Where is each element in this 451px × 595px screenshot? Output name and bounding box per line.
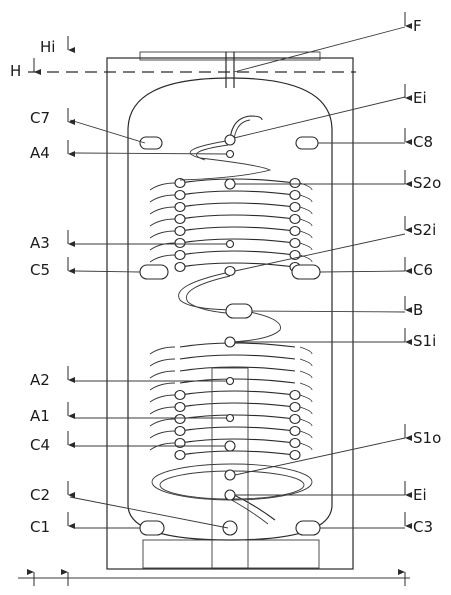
lower-coil <box>149 342 313 461</box>
label-s2o: S2o <box>413 174 441 192</box>
port-c2 <box>222 520 238 536</box>
sensor-well <box>211 367 249 569</box>
port-ei-bottom <box>224 489 236 501</box>
port-c6 <box>291 264 321 280</box>
port-c7 <box>139 136 163 150</box>
label-a3: A3 <box>30 234 50 252</box>
port-s2o <box>224 178 236 190</box>
port-s1i <box>224 336 236 348</box>
label-c2: C2 <box>30 486 50 504</box>
label-c1: C1 <box>30 518 50 536</box>
port-b <box>225 303 253 319</box>
port-c4 <box>224 440 236 452</box>
upper-coil <box>149 177 313 273</box>
port-a4 <box>225 149 235 159</box>
dimension-arrows <box>27 12 412 586</box>
outer-casing <box>18 51 410 579</box>
label-ei-top: Ei <box>413 89 427 107</box>
label-a2: A2 <box>30 371 50 389</box>
label-f: F <box>413 17 422 35</box>
label-c8: C8 <box>413 133 433 151</box>
label-c3: C3 <box>413 518 433 536</box>
port-c1 <box>139 520 165 536</box>
label-hi: Hi <box>40 38 55 56</box>
label-b: B <box>413 301 423 319</box>
upper-spiral <box>179 139 272 181</box>
port-c8 <box>295 136 319 150</box>
top-sensor-pipe <box>225 52 235 88</box>
port-a1 <box>225 413 235 423</box>
label-ei-bottom: Ei <box>413 486 427 504</box>
label-a4: A4 <box>30 144 50 162</box>
label-s1o: S1o <box>413 429 441 447</box>
port-s2i <box>224 265 236 277</box>
label-h: H <box>10 62 21 80</box>
labels: F Hi H Ei C7 C8 A4 S2o S2i A3 C5 C6 B S1… <box>10 17 441 536</box>
label-c4: C4 <box>30 436 50 454</box>
port-a3 <box>225 239 235 249</box>
label-c6: C6 <box>413 261 433 279</box>
leader-lines-right <box>233 26 406 529</box>
port-c3 <box>295 520 321 536</box>
port-s1o <box>224 469 236 481</box>
port-a2 <box>225 376 235 386</box>
leader-lines-left <box>69 119 229 529</box>
port-c5 <box>139 264 169 280</box>
port-ei-top <box>224 134 236 146</box>
top-inlet-pipe <box>229 115 263 141</box>
label-a1: A1 <box>30 407 50 425</box>
label-s2i: S2i <box>413 221 436 239</box>
label-c5: C5 <box>30 261 50 279</box>
label-c7: C7 <box>30 109 50 127</box>
label-s1i: S1i <box>413 332 436 350</box>
